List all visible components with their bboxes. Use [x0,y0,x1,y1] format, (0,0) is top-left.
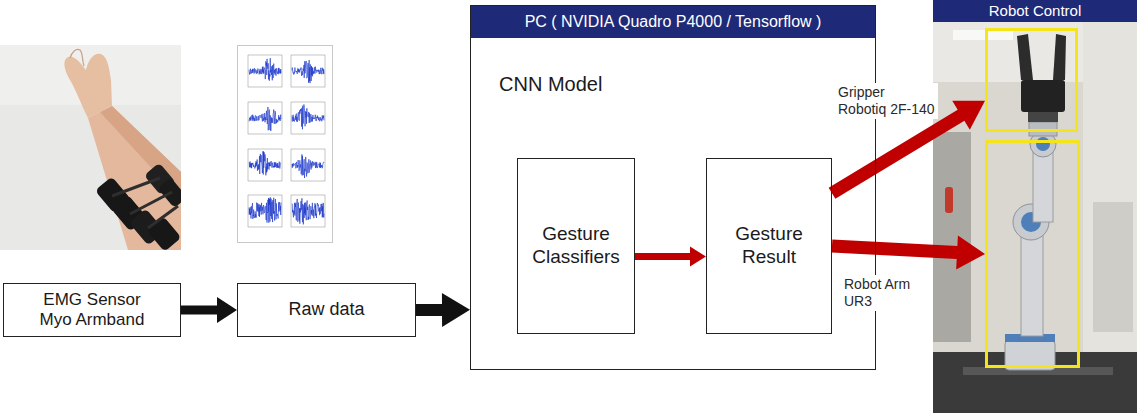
robot-photo [933,22,1137,413]
gripper-body [1021,80,1065,112]
flow-arrow [181,297,237,323]
robot-photo [1093,202,1133,332]
model-label: CNN Model [499,72,602,96]
robot-panel: Robot ControlGripper Robotiq 2F-140Robot… [933,0,1137,413]
arm-photo [0,45,181,250]
plot-axes [291,149,325,181]
box-label: EMG Sensor Myo Armband [32,290,152,331]
robot-photo [953,30,1013,40]
arm-frame: Robot Arm UR3 [985,140,1080,368]
emg-signal [292,60,324,83]
flow-arrow [635,247,706,267]
flow-arrow [416,293,470,327]
emg-signal [249,107,281,131]
emg-plot [238,46,333,243]
plot-axes [248,55,282,87]
emg-signal [292,198,324,224]
emg-plot [237,45,333,243]
process-box: Gesture Classifiers [517,158,635,334]
data-box: Raw data [237,283,416,337]
part-label: Gripper Robotiq 2F-140 [836,83,938,119]
plot-axes [291,55,325,87]
box-label: Raw data [288,299,364,321]
arm-photo [112,178,178,228]
robot-link [1021,232,1043,336]
plot-axes [291,195,325,227]
sensor-box: EMG Sensor Myo Armband [3,283,181,337]
gripper-finger [1053,34,1066,80]
pc-panel: PC ( NVIDIA Quadro P4000 / Tensorflow ) C… [470,5,876,370]
armband-pod [147,216,181,250]
box-label: Gesture Classifiers [524,223,628,269]
arm-photo [0,45,181,250]
plot-axes [291,102,325,134]
part-label: Robot Arm UR3 [842,275,928,311]
robot-photo [1029,122,1057,136]
gripper-frame: Gripper Robotiq 2F-140 [985,28,1078,132]
robot-photo [933,22,1137,413]
plot-axes [248,195,282,227]
box-label: Gesture Result [713,223,825,269]
emg-signal [292,104,324,129]
panel-header: PC ( NVIDIA Quadro P4000 / Tensorflow ) [471,6,875,38]
arm-photo [70,49,84,66]
flow-arrow [832,236,985,270]
hand [64,54,112,118]
emg-signal [292,154,324,178]
gripper-finger [1017,34,1033,80]
emg-signal [249,151,281,175]
plot-axes [248,149,282,181]
door [933,132,971,342]
plot-axes [248,102,282,134]
fire-extinguisher [945,187,953,213]
arm-photo [0,45,181,250]
panel-header: Robot Control [933,0,1137,22]
emg-signal [249,58,281,81]
process-box: Gesture Result [706,158,832,334]
emg-signal [249,197,281,222]
robot-link [1033,150,1053,222]
